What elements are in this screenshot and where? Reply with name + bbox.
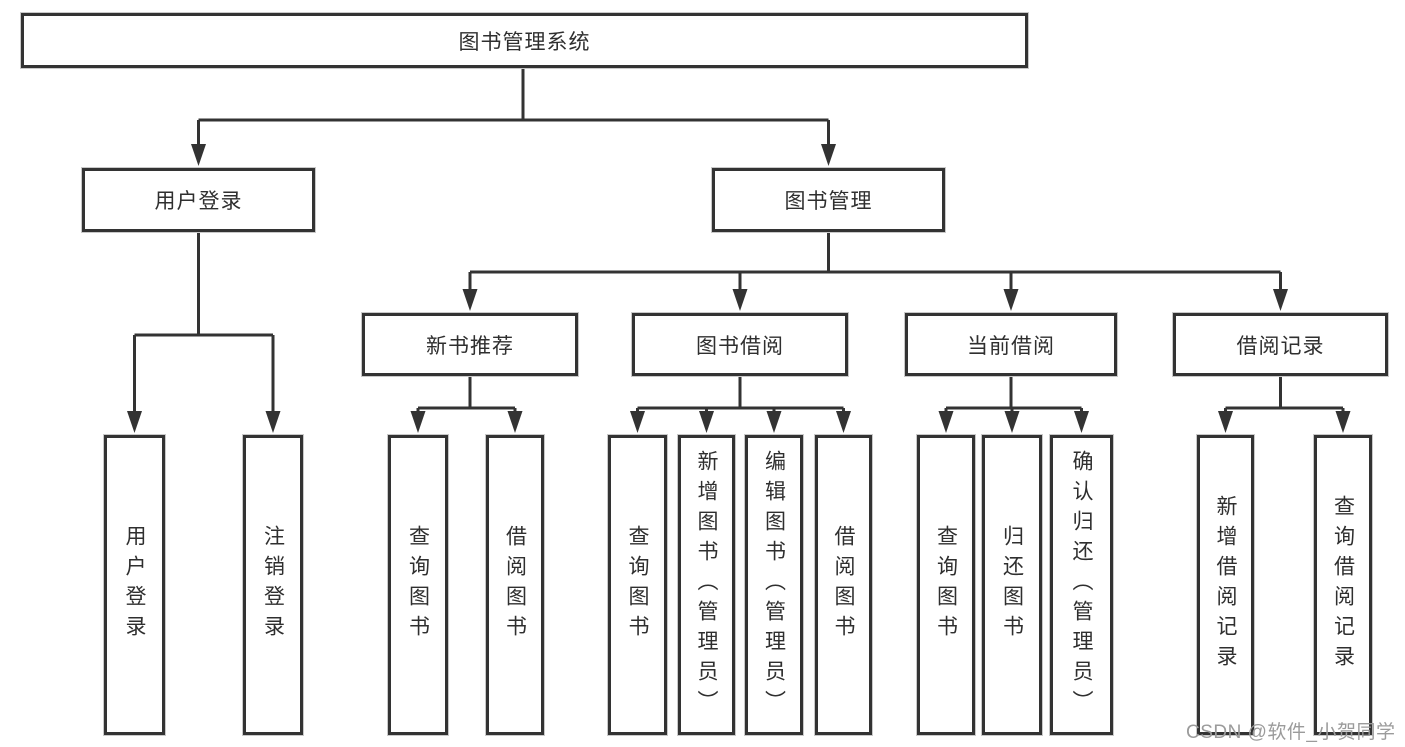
leaf-newbooks-query-label: 查询图书	[406, 525, 430, 645]
node-book-borrow-label: 图书借阅	[696, 334, 784, 358]
leaf-borrow-query-label: 查询图书	[626, 525, 649, 645]
leaf-borrow-book: 借阅图书	[815, 435, 872, 735]
leaf-newbooks-borrow-label: 借阅图书	[503, 525, 527, 645]
leaf-borrow-add-admin-label: 新增图书（管理员）	[695, 450, 718, 720]
leaf-records-add-label: 新增借阅记录	[1214, 495, 1237, 675]
leaf-current-confirm-admin: 确认归还（管理员）	[1050, 435, 1113, 735]
node-user-login-label: 用户登录	[154, 190, 243, 213]
leaf-user-login: 用户登录	[104, 435, 165, 735]
leaf-borrow-edit-admin-label: 编辑图书（管理员）	[762, 450, 786, 720]
leaf-current-query: 查询图书	[917, 435, 975, 735]
node-current-borrow: 当前借阅	[905, 313, 1117, 376]
leaf-newbooks-borrow: 借阅图书	[486, 435, 544, 735]
leaf-logout: 注销登录	[243, 435, 303, 735]
node-new-books: 新书推荐	[362, 313, 578, 376]
node-root-label: 图书管理系统	[458, 30, 591, 54]
leaf-current-return: 归还图书	[982, 435, 1042, 735]
leaf-records-query: 查询借阅记录	[1314, 435, 1372, 735]
leaf-borrow-query: 查询图书	[608, 435, 667, 735]
node-book-borrow: 图书借阅	[632, 313, 848, 376]
node-user-login: 用户登录	[82, 168, 315, 232]
leaf-logout-label: 注销登录	[261, 525, 285, 645]
node-new-books-label: 新书推荐	[426, 334, 514, 358]
node-book-management: 图书管理	[712, 168, 945, 232]
node-borrow-records: 借阅记录	[1173, 313, 1388, 376]
leaf-current-return-label: 归还图书	[1000, 525, 1024, 645]
leaf-borrow-book-label: 借阅图书	[832, 525, 855, 645]
leaf-user-login-label: 用户登录	[123, 525, 146, 645]
leaf-newbooks-query: 查询图书	[388, 435, 448, 735]
node-book-management-label: 图书管理	[784, 190, 873, 213]
leaf-records-query-label: 查询借阅记录	[1331, 495, 1355, 675]
node-borrow-records-label: 借阅记录	[1236, 334, 1325, 358]
leaf-records-add: 新增借阅记录	[1197, 435, 1254, 735]
leaf-borrow-edit-admin: 编辑图书（管理员）	[745, 435, 803, 735]
node-current-borrow-label: 当前借阅	[967, 334, 1055, 358]
leaf-current-query-label: 查询图书	[934, 525, 958, 645]
node-root-system: 图书管理系统	[21, 13, 1028, 68]
csdn-watermark: CSDN @软件_小贺同学	[1186, 722, 1396, 743]
leaf-current-confirm-admin-label: 确认归还（管理员）	[1070, 450, 1093, 720]
leaf-borrow-add-admin: 新增图书（管理员）	[678, 435, 735, 735]
